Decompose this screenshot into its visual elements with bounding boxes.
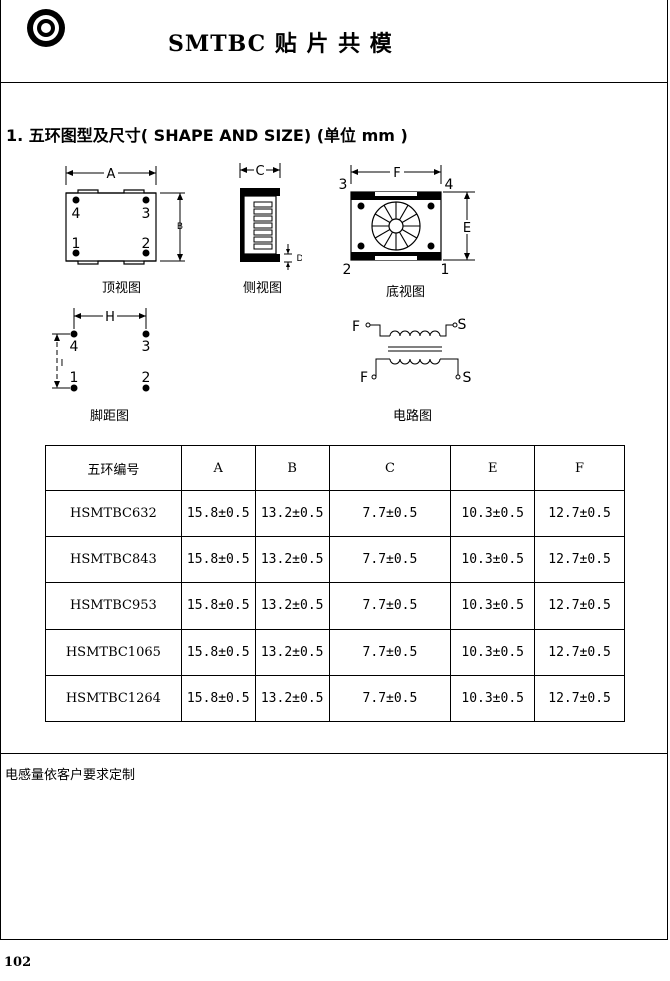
table-divider bbox=[0, 753, 668, 754]
table-cell: HSMTBC953 bbox=[45, 582, 182, 630]
table-cell: 15.8±0.5 bbox=[180, 536, 256, 584]
top-view-drawing: A 4 3 1 2 B bbox=[65, 166, 185, 265]
table-cell: HSMTBC1065 bbox=[45, 628, 182, 676]
table-cell: 7.7±0.5 bbox=[328, 489, 452, 538]
dim-f-label: F bbox=[393, 166, 400, 181]
circuit-drawing: F S F S bbox=[352, 317, 472, 386]
table-header-cell: B bbox=[254, 445, 330, 491]
table-cell: 7.7±0.5 bbox=[328, 536, 452, 584]
table-row: HSMTBC632 15.8±0.5 13.2±0.5 7.7±0.5 10.3… bbox=[45, 489, 625, 538]
page-number: 102 bbox=[4, 955, 32, 970]
pin-label: 4 bbox=[70, 339, 79, 355]
dim-a-label: A bbox=[107, 167, 116, 182]
table-cell: 13.2±0.5 bbox=[254, 489, 330, 538]
table-row: HSMTBC1264 15.8±0.5 13.2±0.5 7.7±0.5 10.… bbox=[45, 674, 625, 723]
table-cell: 12.7±0.5 bbox=[534, 489, 625, 538]
terminal-label: S bbox=[463, 370, 472, 386]
pin-label: 2 bbox=[142, 370, 151, 386]
header-divider bbox=[0, 82, 668, 83]
table-cell: 15.8±0.5 bbox=[180, 582, 256, 630]
table-cell: 12.7±0.5 bbox=[534, 628, 625, 676]
footprint-caption: 脚距图 bbox=[90, 409, 130, 424]
dim-h-label: H bbox=[105, 310, 115, 325]
table-row: HSMTBC953 15.8±0.5 13.2±0.5 7.7±0.5 10.3… bbox=[45, 582, 625, 630]
pin-label: 4 bbox=[72, 206, 81, 222]
dim-c-label: C bbox=[255, 164, 264, 179]
table-header-cell: A bbox=[180, 445, 256, 491]
table-cell: 10.3±0.5 bbox=[450, 536, 536, 584]
table-header-cell: 五环编号 bbox=[45, 445, 182, 491]
table-cell: 13.2±0.5 bbox=[254, 582, 330, 630]
pin-label: 1 bbox=[70, 370, 79, 386]
table-header-cell: C bbox=[328, 445, 452, 491]
dim-b-label: B bbox=[177, 222, 183, 232]
footprint-drawing: H 4 3 1 2 I bbox=[52, 308, 151, 392]
table-row: HSMTBC1065 15.8±0.5 13.2±0.5 7.7±0.5 10.… bbox=[45, 628, 625, 676]
table-cell: 10.3±0.5 bbox=[450, 582, 536, 630]
pin-label: 2 bbox=[142, 236, 151, 252]
table-cell: HSMTBC1264 bbox=[45, 674, 182, 723]
table-header-cell: F bbox=[534, 445, 625, 491]
frame-left bbox=[0, 0, 1, 940]
spec-table: 五环编号 A B C E F HSMTBC632 15.8±0.5 13.2±0… bbox=[45, 445, 625, 723]
table-cell: 15.8±0.5 bbox=[180, 489, 256, 538]
section-title: 1. 五环图型及尺寸( SHAPE AND SIZE) (单位 mm ) bbox=[6, 126, 408, 145]
bottom-view-caption: 底视图 bbox=[386, 285, 426, 300]
frame-right bbox=[667, 0, 668, 940]
pin-label: 3 bbox=[142, 339, 151, 355]
dim-e-label: E bbox=[463, 221, 471, 236]
pin-label: 3 bbox=[142, 206, 151, 222]
side-view-caption: 侧视图 bbox=[243, 281, 283, 296]
table-cell: 7.7±0.5 bbox=[328, 582, 452, 630]
table-cell: 10.3±0.5 bbox=[450, 489, 536, 538]
table-cell: 13.2±0.5 bbox=[254, 628, 330, 676]
pin-label: 4 bbox=[445, 177, 454, 193]
footer-divider bbox=[0, 939, 668, 940]
table-cell: 12.7±0.5 bbox=[534, 582, 625, 630]
table-cell: 7.7±0.5 bbox=[328, 674, 452, 723]
table-cell: 13.2±0.5 bbox=[254, 674, 330, 723]
table-cell: 7.7±0.5 bbox=[328, 628, 452, 676]
table-cell: 15.8±0.5 bbox=[180, 628, 256, 676]
custom-inductance-note: 电感量依客户要求定制 bbox=[5, 768, 136, 783]
pin-label: 2 bbox=[343, 262, 352, 278]
dim-i-label: I bbox=[61, 358, 64, 369]
table-cell: 15.8±0.5 bbox=[180, 674, 256, 723]
bottom-view-drawing: F 3 4 2 1 E bbox=[339, 165, 475, 278]
terminal-label: S bbox=[458, 317, 467, 333]
side-view-drawing: C D bbox=[239, 163, 302, 270]
pin-label: 3 bbox=[339, 177, 348, 193]
top-view-caption: 顶视图 bbox=[102, 281, 142, 296]
terminal-label: F bbox=[352, 319, 360, 335]
table-header-cell: E bbox=[450, 445, 536, 491]
table-cell: HSMTBC632 bbox=[45, 489, 182, 538]
terminal-label: F bbox=[360, 370, 368, 386]
page-title: SMTBC 贴 片 共 模 bbox=[168, 31, 393, 57]
dim-d-label: D bbox=[297, 254, 302, 264]
table-header-row: 五环编号 A B C E F bbox=[45, 445, 625, 491]
table-row: HSMTBC843 15.8±0.5 13.2±0.5 7.7±0.5 10.3… bbox=[45, 536, 625, 584]
table-cell: 10.3±0.5 bbox=[450, 628, 536, 676]
table-cell: 10.3±0.5 bbox=[450, 674, 536, 723]
circuit-caption: 电路图 bbox=[393, 409, 433, 424]
table-cell: 12.7±0.5 bbox=[534, 674, 625, 723]
pin-label: 1 bbox=[72, 236, 81, 252]
logo-icon bbox=[27, 9, 65, 47]
table-cell: 12.7±0.5 bbox=[534, 536, 625, 584]
pin-label: 1 bbox=[441, 262, 450, 278]
table-cell: HSMTBC843 bbox=[45, 536, 182, 584]
table-cell: 13.2±0.5 bbox=[254, 536, 330, 584]
